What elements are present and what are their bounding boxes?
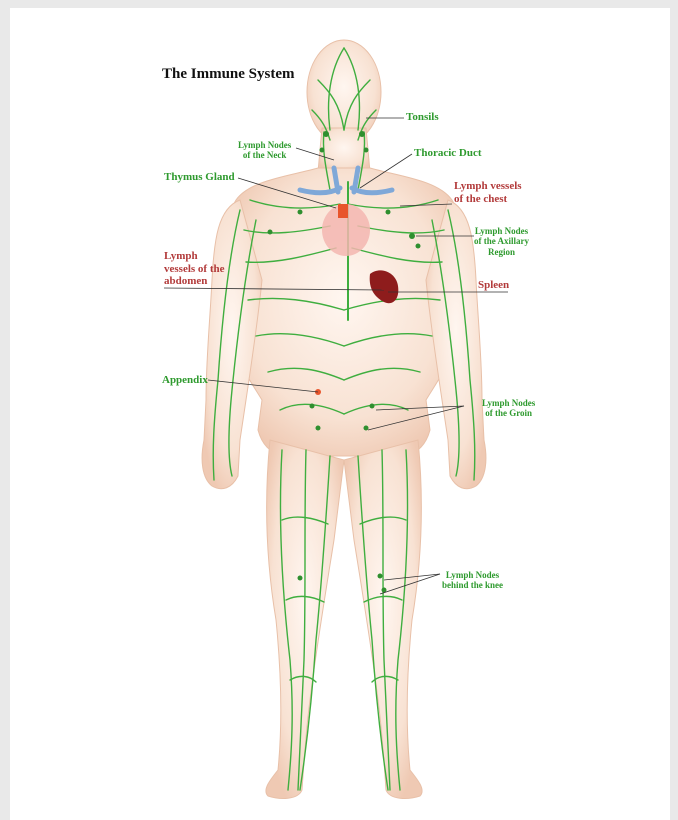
label-knee-line1: Lymph Nodes — [442, 570, 503, 580]
label-thymus: Thymus Gland — [164, 171, 235, 184]
label-appendix: Appendix — [162, 374, 208, 387]
label-knee: Lymph Nodes behind the knee — [442, 570, 503, 591]
label-chest-vessels: Lymph vessels of the chest — [454, 180, 522, 205]
label-thoracic-duct: Thoracic Duct — [414, 147, 482, 160]
label-knee-line2: behind the knee — [442, 580, 503, 590]
label-groin: Lymph Nodes of the Groin — [482, 398, 535, 419]
label-abdomen: Lymph vessels of the abdomen — [164, 250, 225, 288]
label-abdomen-line3: abdomen — [164, 275, 225, 288]
page-title: The Immune System — [162, 66, 295, 83]
label-groin-line1: Lymph Nodes — [482, 398, 535, 408]
label-tonsils: Tonsils — [406, 111, 439, 124]
label-axillary-line3: Region — [474, 247, 529, 257]
heart-area — [322, 204, 370, 256]
label-axillary-line1: Lymph Nodes — [474, 226, 529, 236]
label-axillary-line2: of the Axillary — [474, 236, 529, 246]
label-neck-nodes-line1: Lymph Nodes — [238, 140, 291, 150]
label-spleen: Spleen — [478, 279, 509, 292]
label-chest-vessels-line1: Lymph vessels — [454, 180, 522, 193]
label-abdomen-line1: Lymph — [164, 250, 225, 263]
label-neck-nodes: Lymph Nodes of the Neck — [238, 140, 291, 161]
label-groin-line2: of the Groin — [482, 408, 535, 418]
label-abdomen-line2: vessels of the — [164, 263, 225, 276]
label-axillary: Lymph Nodes of the Axillary Region — [474, 226, 529, 257]
label-chest-vessels-line2: of the chest — [454, 193, 522, 206]
label-neck-nodes-line2: of the Neck — [238, 150, 291, 160]
